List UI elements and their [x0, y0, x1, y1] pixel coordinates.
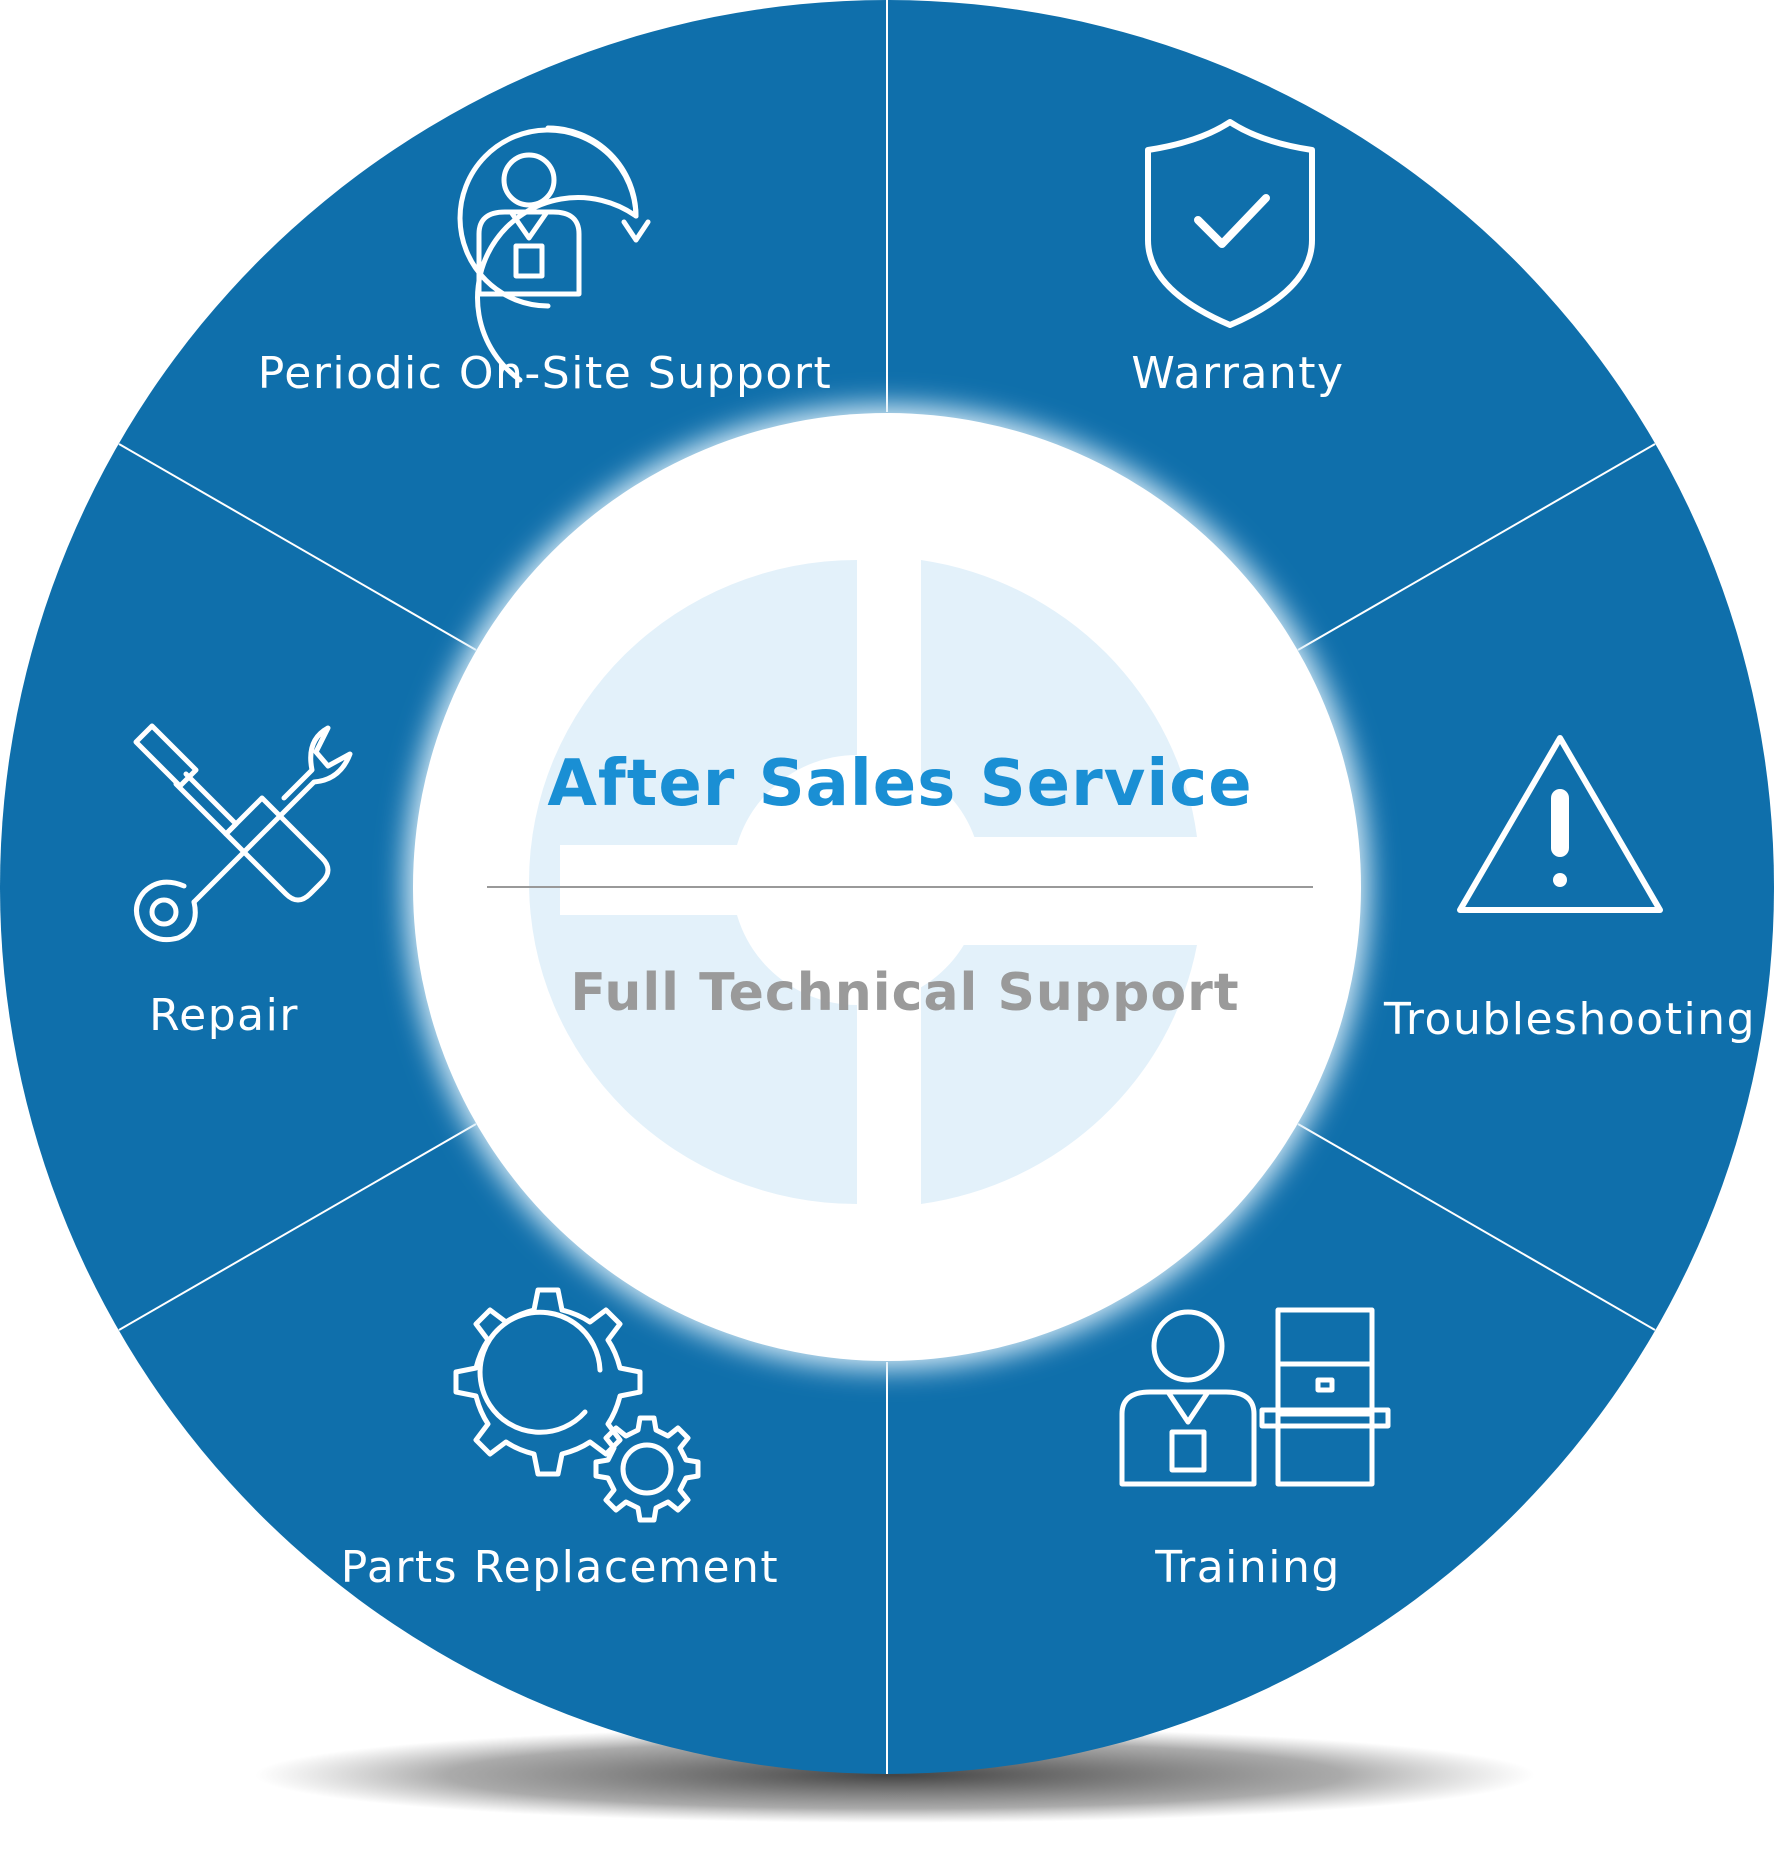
watermark-cross-gap: [560, 845, 860, 915]
wrench-screwdriver-icon: [133, 723, 353, 943]
segment-label-periodic-on-site-support: Periodic On-Site Support: [258, 348, 832, 399]
warning-triangle-icon: [1457, 735, 1663, 913]
watermark-logo: [529, 560, 1197, 1204]
shield-check-icon: [1145, 119, 1315, 328]
divider-top-right: [1297, 443, 1656, 651]
segment-dividers: [118, 0, 1656, 1774]
trainer-board-icon: [1119, 1307, 1391, 1487]
center-subtitle: Full Technical Support: [570, 963, 1239, 1023]
gears-icon: [453, 1287, 701, 1523]
onsite-support-icon: [457, 125, 651, 383]
divider-bottom-left: [118, 1123, 477, 1331]
segment-label-warranty: Warranty: [1131, 348, 1344, 399]
divider-top-left: [118, 443, 477, 651]
segment-label-parts-replacement: Parts Replacement: [341, 1542, 779, 1593]
divider-bottom-right: [1297, 1123, 1656, 1331]
center-title: After Sales Service: [547, 747, 1252, 821]
watermark-right-half: [921, 560, 1197, 837]
segment-label-troubleshooting: Troubleshooting: [1383, 994, 1756, 1045]
watermark-right-lower: [921, 945, 1197, 1204]
segment-label-repair: Repair: [149, 990, 299, 1041]
segment-label-training: Training: [1154, 1542, 1341, 1593]
wheel-shadow: [255, 1727, 1535, 1823]
